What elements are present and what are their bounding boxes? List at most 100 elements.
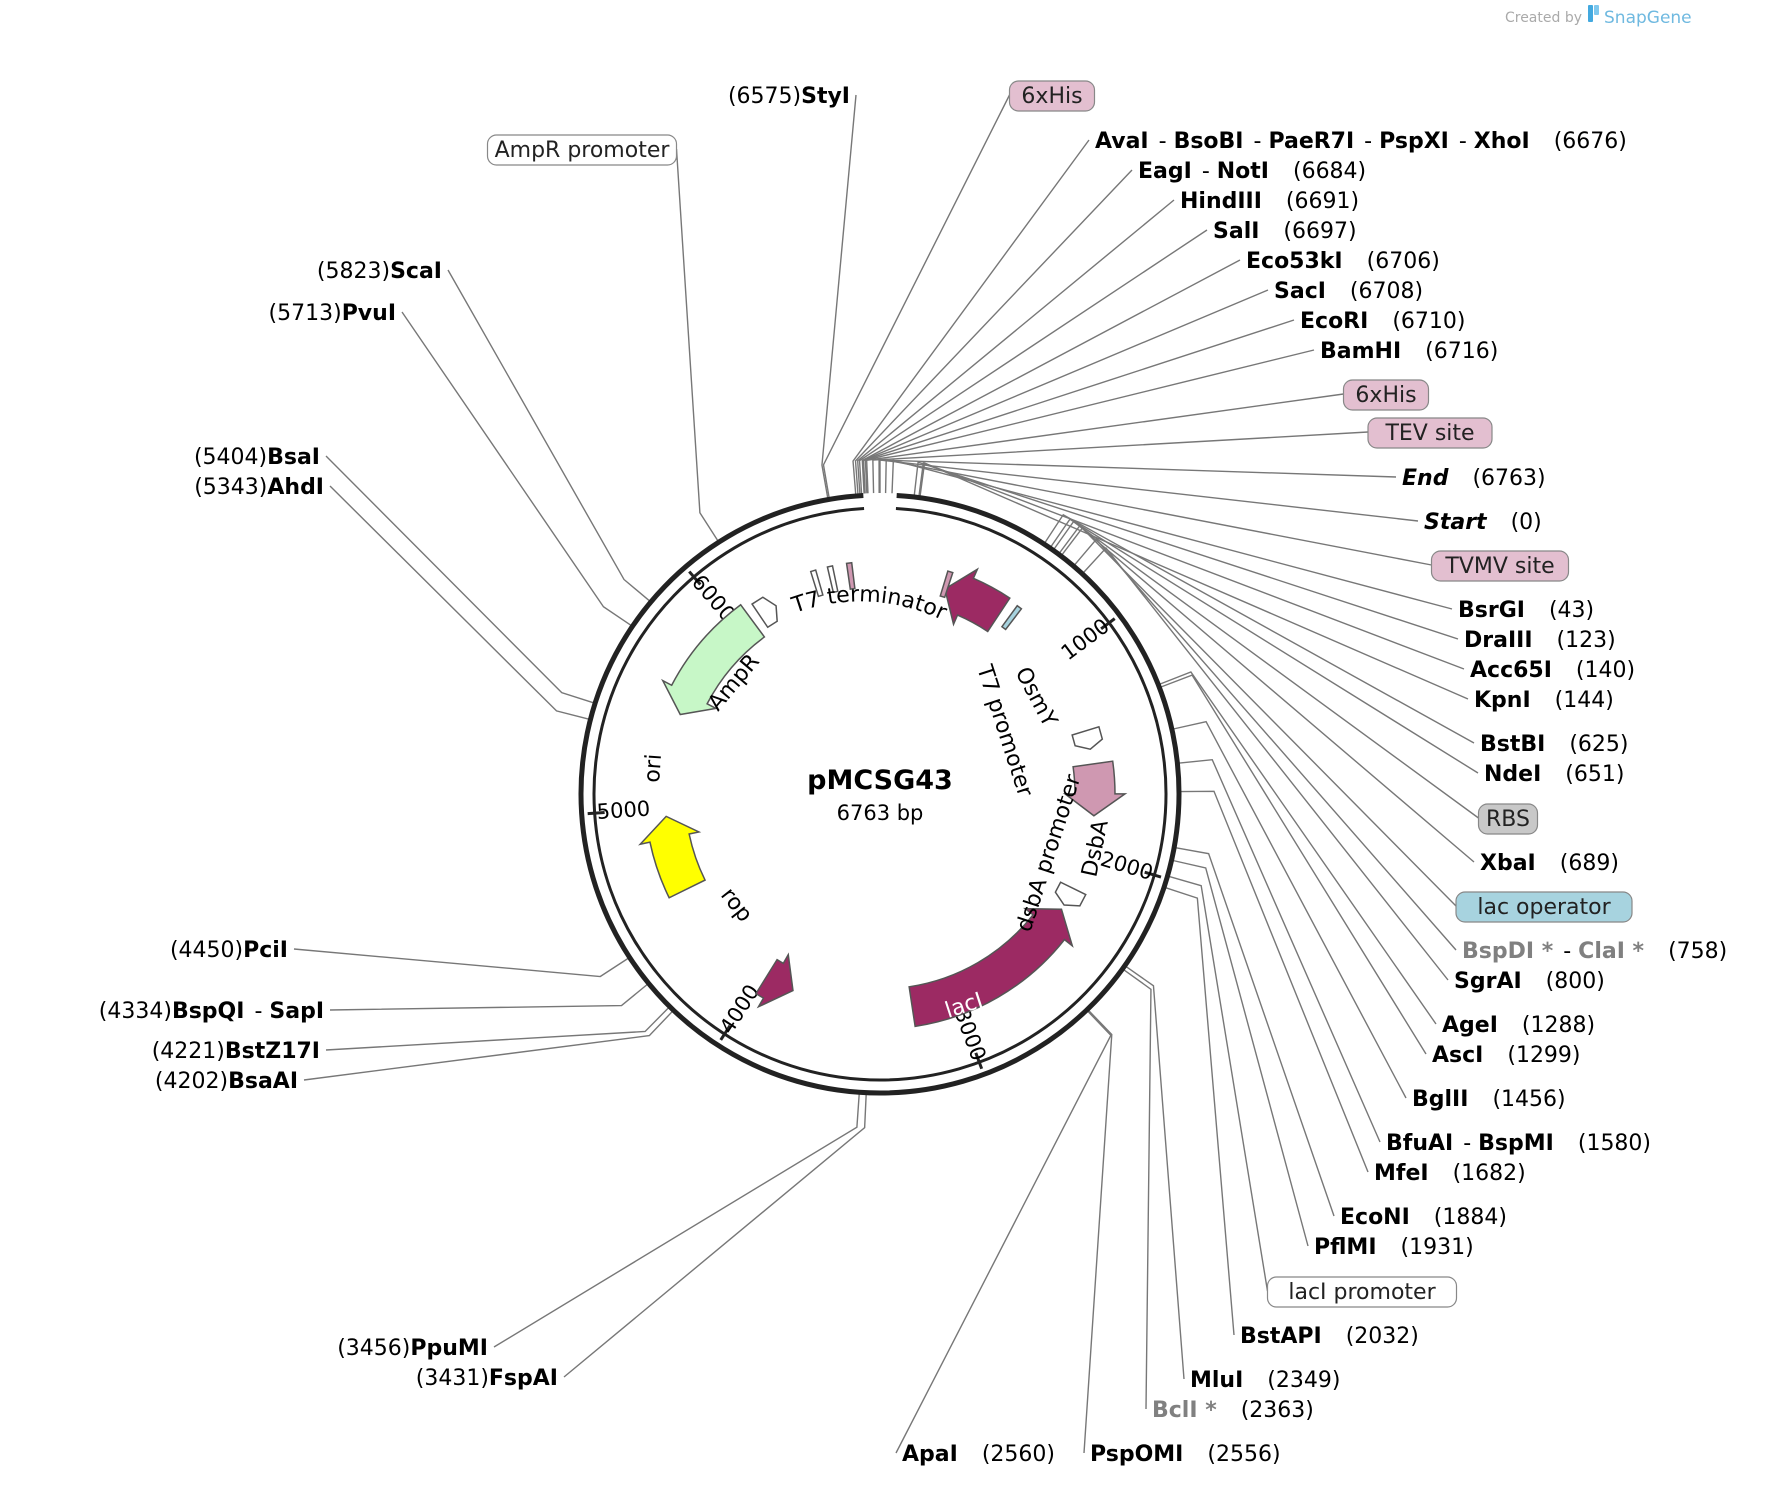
leader-line [1050,518,1479,774]
site-label-bstapi: BstAPI(2032) [1240,1324,1419,1349]
leader-line [852,139,1090,495]
enzyme-name: Start [1424,510,1488,535]
enzyme-separator: - [1202,159,1217,184]
leader-line [858,229,1208,494]
site-text: ApaI(2560) [902,1442,1055,1467]
site-label-fspai: (3431)FspAI [416,1366,558,1391]
small-feature-marks [751,561,1104,907]
site-text: (4450)PciI [170,938,288,963]
cut-position: (123) [1557,628,1616,653]
cut-position: (625) [1569,732,1628,757]
leader-line [1179,758,1381,1143]
cut-position: (6697) [1283,219,1356,244]
leader-line [1173,720,1407,1099]
enzyme-name: NdeI [1484,762,1541,787]
enzyme-name: SalI [1213,219,1259,244]
site-text: Acc65I(140) [1470,658,1635,683]
enzyme-name: SacI [1274,279,1326,304]
cut-position: (5404) [194,445,267,470]
enzyme-name: PciI [243,938,288,963]
leader-line [821,94,857,498]
tick-mark-5000 [587,811,605,816]
site-label-bstbi: BstBI(625) [1480,732,1629,757]
leader-line [884,459,1432,566]
backbone-outer-strand [578,492,1182,1096]
site-text: (3456)PpuMI [337,1336,488,1361]
enzyme-name: BsaAI [228,1069,298,1094]
cut-position: (6710) [1392,309,1465,334]
site-text: SacI(6708) [1274,279,1423,304]
feature-arrow-dsba [1062,760,1128,817]
site-text: SgrAI(800) [1454,969,1605,994]
leader-line [325,1007,669,1051]
t7-promoter-arrow [1071,725,1104,751]
feature-label-box [1477,803,1539,835]
site-text: Eco53kI(6706) [1246,249,1440,274]
cut-position: (1456) [1492,1087,1565,1112]
feature-arrow-rop [754,952,794,1009]
site-text: SalI (6697) [1213,219,1357,244]
feature-label-6xhis: 6xHis [1008,80,1096,112]
cut-position: (1288) [1522,1013,1595,1038]
site-label-pflmi: PflMI(1931) [1314,1235,1474,1260]
label-t7-terminator: T7 terminator [788,582,951,626]
plasmid-name: pMCSG43 [807,765,953,796]
site-label-bsaai: (4202)BsaAI [155,1069,298,1094]
enzyme-name: ClaI * [1578,939,1644,964]
tick-label-1000: 1000 [1057,614,1114,665]
feature-label-box [1342,379,1430,411]
site-label-sali: SalI (6697) [1213,219,1357,244]
site-label-bsai: (5404)BsaI [194,445,320,470]
his-tag-mark [845,561,856,590]
site-label-pvui: (5713)PvuI [269,301,396,326]
feature-label-box [1008,80,1096,112]
site-text: BstBI(625) [1480,732,1629,757]
mcs-mark-1 [826,564,839,594]
feature-label-laci-promoter: lacI promoter [1266,1276,1458,1308]
enzyme-name: DraIII [1464,628,1533,653]
enzyme-name: BsoBI [1174,129,1244,154]
enzyme-name: PspOMI [1090,1442,1183,1467]
backbone-circle [578,492,1182,1096]
leader-line [862,319,1295,494]
feature-label-box [1367,417,1493,449]
cut-position: (3431) [416,1366,489,1391]
leader-line [1074,538,1457,951]
site-text: (5343)AhdI [194,475,324,500]
feature-label-text: RBS [1486,807,1530,832]
enzyme-separator: - [1459,129,1474,154]
site-label-bstz17i: (4221)BstZ17I [152,1039,320,1064]
leader-line [329,485,589,720]
created-by-text: Created by [1505,10,1582,26]
leader-line [1159,671,1437,1025]
enzyme-name: MfeI [1374,1161,1429,1186]
site-text: (6575)StyI [728,84,850,109]
enzyme-name: Eco53kI [1246,249,1343,274]
enzyme-name: NotI [1217,159,1269,184]
leader-line [1161,674,1427,1055]
cut-position: (689) [1560,851,1619,876]
site-label-styi: (6575)StyI [728,84,850,109]
cut-position: (1682) [1453,1161,1526,1186]
cut-position: (651) [1565,762,1624,787]
cut-position: (4334) [99,999,172,1024]
enzyme-name: ApaI [902,1442,958,1467]
site-text: MfeI (1682) [1374,1161,1526,1186]
leader-line [329,984,648,1011]
site-label-start: Start(0) [1424,510,1542,535]
leader-line [865,393,1344,494]
leader-line [856,199,1175,494]
enzyme-name: AvaI [1095,129,1149,154]
enzyme-name: EcoNI [1340,1205,1410,1230]
feature-label-text: 6xHis [1355,383,1416,408]
site-label-econi: EcoNI(1884) [1340,1205,1507,1230]
enzyme-name: XbaI [1480,851,1536,876]
site-text: Start(0) [1424,510,1542,535]
feature-label-text: TEV site [1384,421,1474,446]
leader-line [1083,547,1449,981]
leader-line [822,94,1011,498]
site-label-pcii: (4450)PciI [170,938,288,963]
site-label-bglii: BglII(1456) [1412,1087,1566,1112]
lac-operator-mark [1000,604,1023,631]
